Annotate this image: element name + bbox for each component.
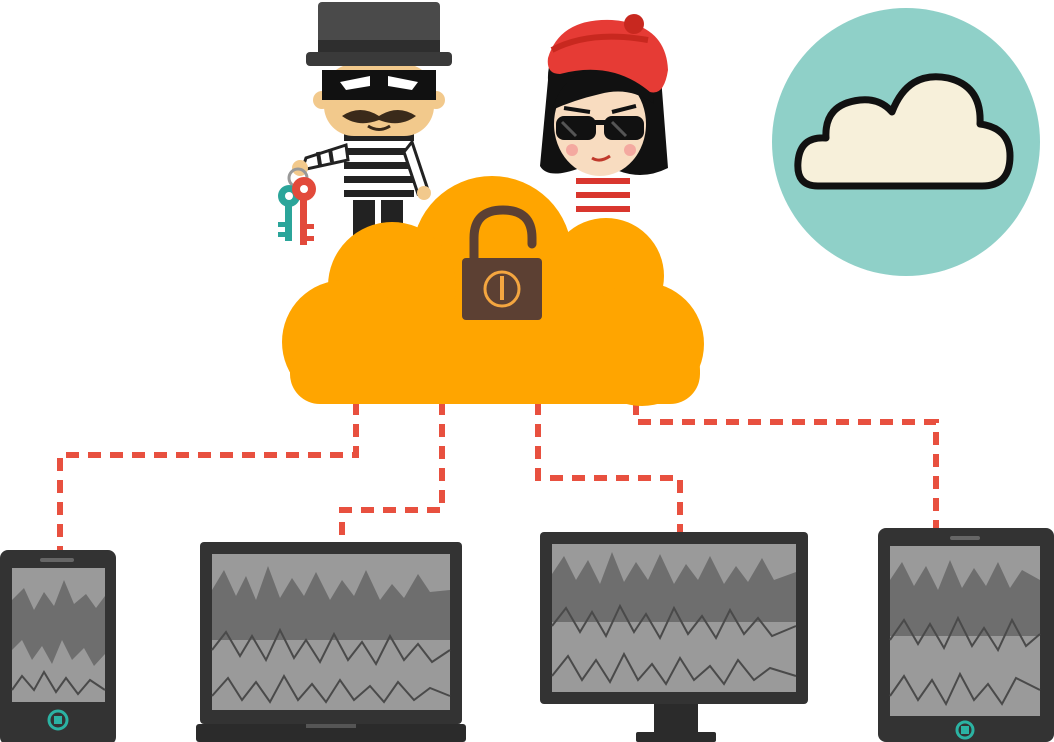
connector-line-phone	[57, 402, 359, 552]
thief-icon	[292, 2, 452, 236]
connector-line-monitor	[535, 402, 683, 533]
connector-line-tablet	[633, 402, 939, 528]
cloud-icon	[282, 176, 704, 406]
tablet-icon	[878, 528, 1054, 742]
hacker-girl-icon	[540, 14, 668, 226]
keys-icon	[278, 167, 316, 245]
connector-line-laptop	[339, 402, 445, 543]
desktop-monitor-icon	[540, 532, 808, 742]
connector-lines	[57, 402, 939, 552]
open-padlock-icon	[462, 205, 542, 320]
cloud-badge-icon	[772, 8, 1040, 276]
smartphone-icon	[0, 550, 116, 742]
laptop-icon	[196, 542, 466, 742]
